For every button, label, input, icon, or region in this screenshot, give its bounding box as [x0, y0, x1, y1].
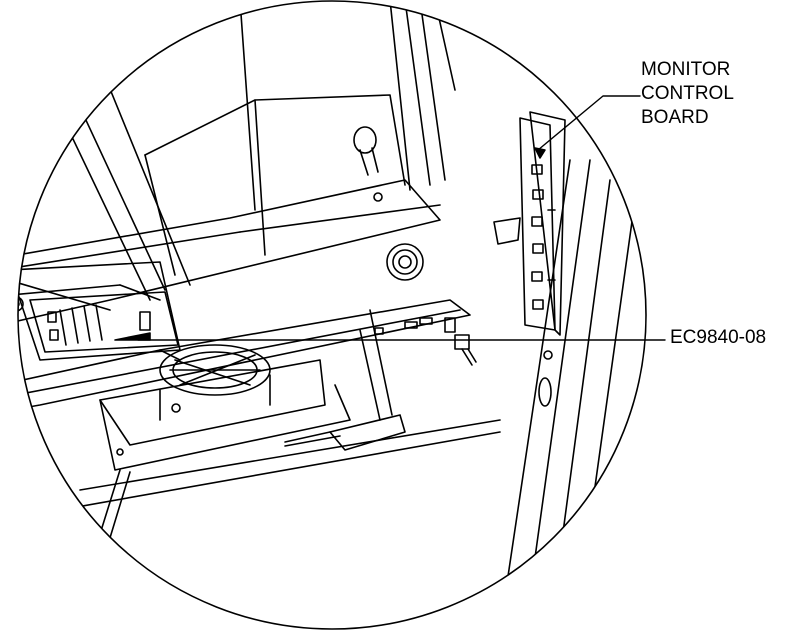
left-component-box — [18, 261, 181, 361]
upper-frame — [39, 1, 456, 301]
round-fastener — [386, 243, 424, 281]
monitor-control-board-label-line-3: BOARD — [641, 107, 709, 128]
monitor-control-board — [493, 111, 566, 336]
switch-part — [444, 317, 477, 366]
right-cabinet-edges — [499, 159, 636, 629]
monitor-control-board-label-line-2: CONTROL — [641, 83, 734, 104]
upper-shelf — [18, 179, 441, 326]
fan-assembly — [99, 344, 351, 471]
inner-box — [144, 94, 406, 276]
part-number-label: EC9840-08 — [670, 327, 767, 348]
monitor-control-board-label-line-1: MONITOR — [641, 59, 731, 80]
left-panel-edges — [69, 469, 131, 629]
monitor-board-leader — [537, 95, 641, 151]
leader-lines — [137, 95, 666, 341]
detail-contents — [18, 1, 636, 629]
detail-circle — [17, 0, 647, 630]
upper-knob — [353, 126, 383, 202]
lower-plate — [18, 299, 471, 413]
bottom-bracket — [284, 414, 406, 451]
lower-rails — [59, 309, 501, 511]
